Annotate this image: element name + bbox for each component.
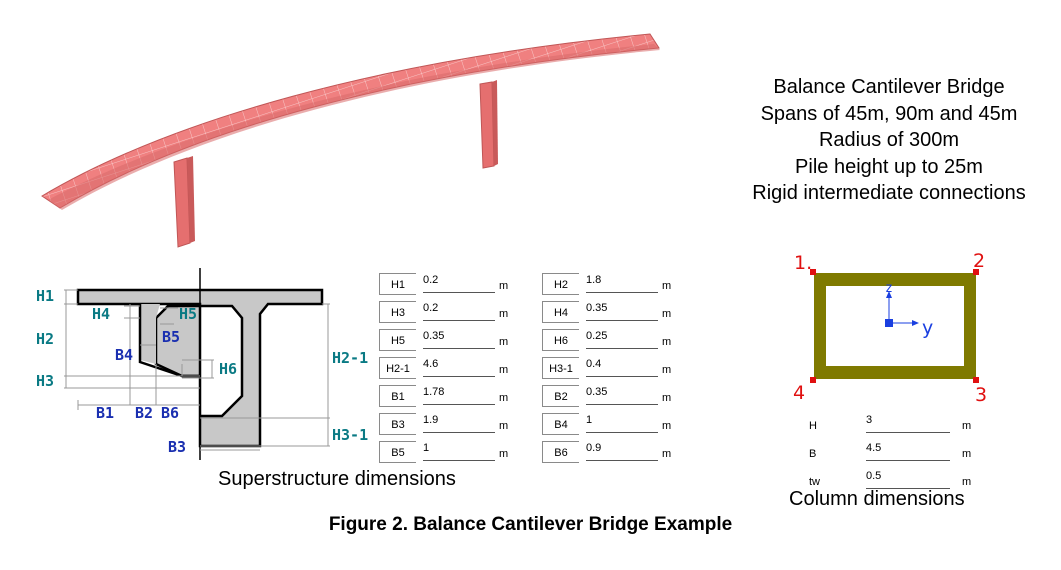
- dim-label-b3: B3: [168, 438, 186, 456]
- param-key: H1: [379, 273, 416, 295]
- param-key: B5: [379, 441, 416, 463]
- axis-label-y: y: [922, 317, 933, 339]
- param-unit: m: [662, 308, 672, 320]
- dim-label-h1: H1: [36, 287, 54, 305]
- corner-label-4: 4: [793, 382, 806, 404]
- param-key: B2: [542, 385, 579, 407]
- param-unit: m: [662, 448, 672, 460]
- param-key: H5: [379, 329, 416, 351]
- dim-label-b2: B2: [135, 404, 153, 422]
- param-unit: m: [499, 308, 509, 320]
- corner-node-1: [810, 269, 816, 275]
- axis-label-z: z: [885, 281, 893, 296]
- dim-label-h3-1: H3-1: [332, 426, 368, 444]
- param-value-field[interactable]: 0.4: [586, 356, 658, 377]
- description-line: Pile height up to 25m: [795, 155, 983, 178]
- param-value-field[interactable]: 4.5: [866, 440, 950, 461]
- param-unit: m: [499, 392, 509, 404]
- corner-label-2: 2: [973, 250, 986, 272]
- param-key: H2-1: [379, 357, 416, 379]
- param-key: B1: [379, 385, 416, 407]
- param-key: H3: [379, 301, 416, 323]
- param-key: H6: [542, 329, 579, 351]
- dim-label-b5: B5: [162, 328, 180, 346]
- local-axis-icon: [885, 291, 919, 327]
- dim-label-b6: B6: [161, 404, 179, 422]
- description-line: Radius of 300m: [818, 129, 960, 151]
- param-key: H3-1: [542, 357, 579, 379]
- description-line: Spans of 45m, 90m and 45m: [760, 102, 1018, 125]
- dim-label-h2: H2: [36, 330, 54, 348]
- column-caption: Column dimensions: [789, 488, 965, 510]
- param-key: tw: [809, 476, 820, 488]
- dim-label-b1: B1: [96, 404, 114, 422]
- param-key: B6: [542, 441, 579, 463]
- param-unit: m: [662, 392, 672, 404]
- param-value-field[interactable]: 0.9: [586, 440, 658, 461]
- param-key: B4: [542, 413, 579, 435]
- param-key: B3: [379, 413, 416, 435]
- param-value-field[interactable]: 0.2: [423, 300, 495, 321]
- superstructure-caption: Superstructure dimensions: [218, 468, 456, 490]
- bridge-description: Balance Cantilever Bridge Spans of 45m, …: [722, 74, 1056, 207]
- corner-label-1: 1.: [794, 252, 813, 274]
- param-value-field[interactable]: 1: [586, 412, 658, 433]
- corner-node-4: [810, 377, 816, 383]
- param-key: H4: [542, 301, 579, 323]
- corner-label-3: 3: [975, 384, 988, 406]
- param-value-field[interactable]: 0.35: [423, 328, 495, 349]
- param-unit: m: [499, 420, 509, 432]
- corner-node-3: [973, 377, 979, 383]
- param-unit: m: [499, 448, 509, 460]
- param-unit: m: [662, 280, 672, 292]
- param-unit: m: [499, 364, 509, 376]
- param-value-field[interactable]: 4.6: [423, 356, 495, 377]
- param-value-field[interactable]: 1.9: [423, 412, 495, 433]
- param-value-field[interactable]: 1: [423, 440, 495, 461]
- param-value-field[interactable]: 0.25: [586, 328, 658, 349]
- param-value-field[interactable]: 3: [866, 412, 950, 433]
- dim-label-h4: H4: [92, 305, 110, 323]
- param-unit: m: [499, 336, 509, 348]
- dim-label-h2-1: H2-1: [332, 349, 368, 367]
- param-key: B: [809, 448, 817, 460]
- column-void: [826, 286, 964, 366]
- param-unit: m: [962, 448, 972, 460]
- param-value-field[interactable]: 0.5: [866, 468, 950, 489]
- bridge-pier-left: [173, 156, 195, 248]
- param-value-field[interactable]: 0.35: [586, 384, 658, 405]
- dim-label-h6: H6: [219, 360, 237, 378]
- param-unit: m: [662, 336, 672, 348]
- description-line: Rigid intermediate connections: [752, 182, 1026, 204]
- description-line: Balance Cantilever Bridge: [773, 76, 1005, 98]
- param-unit: m: [499, 280, 509, 292]
- bridge-deck: [41, 33, 660, 210]
- param-unit: m: [662, 364, 672, 376]
- figure-title: Figure 2. Balance Cantilever Bridge Exam…: [328, 514, 733, 535]
- dim-label-h5: H5: [179, 305, 197, 323]
- param-value-field[interactable]: 0.35: [586, 300, 658, 321]
- dim-label-b4: B4: [115, 346, 133, 364]
- param-key: H2: [542, 273, 579, 295]
- param-value-field[interactable]: 0.2: [423, 272, 495, 293]
- param-unit: m: [962, 420, 972, 432]
- param-value-field[interactable]: 1.8: [586, 272, 658, 293]
- dim-label-h3: H3: [36, 372, 54, 390]
- param-key: H: [809, 420, 817, 432]
- param-unit: m: [962, 476, 972, 488]
- param-value-field[interactable]: 1.78: [423, 384, 495, 405]
- corner-node-2: [973, 269, 979, 275]
- bridge-pier-right: [479, 80, 498, 169]
- param-unit: m: [662, 420, 672, 432]
